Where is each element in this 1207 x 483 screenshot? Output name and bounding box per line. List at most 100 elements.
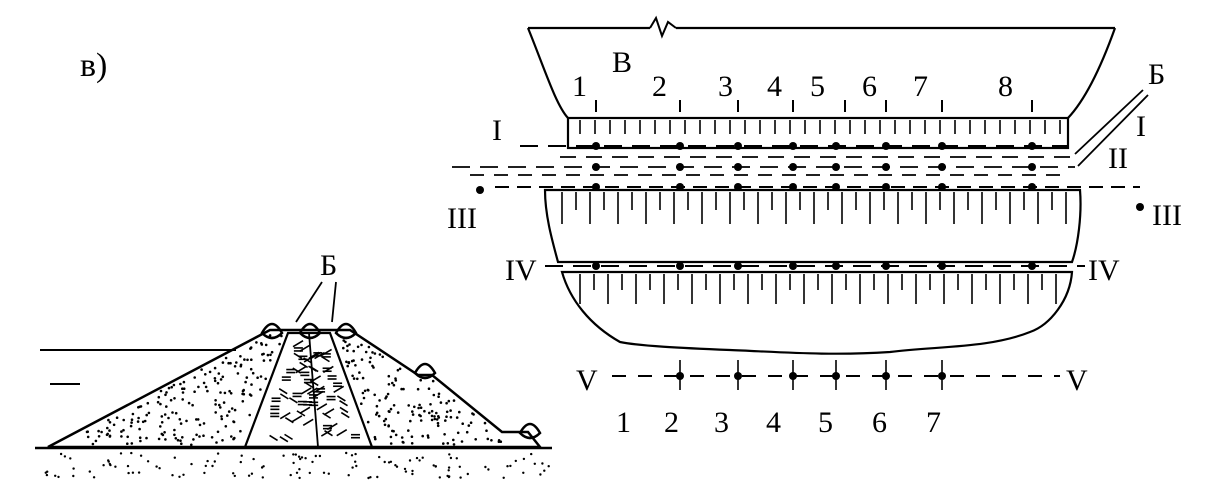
sand-dot [444,419,447,422]
sand-dot [173,433,176,437]
ground-dot [88,470,92,473]
ground-dot [327,472,330,475]
sand-dot [432,393,436,397]
sand-dot [387,374,391,378]
sand-dot [474,438,478,441]
sand-dot [230,407,234,410]
sand-dot [157,437,161,441]
ground-dot [213,460,216,463]
ground-dot [262,465,265,468]
ground-dot [487,468,490,471]
sand-dot [262,359,266,362]
sand-dot [138,405,141,409]
sand-dot [179,422,183,425]
sand-dot [236,372,240,375]
ground-dot [322,471,326,474]
top-number: 4 [767,70,782,103]
sand-dot [173,397,176,400]
ground-dot [432,464,435,467]
core-mark [304,381,314,389]
ground-dot [119,452,123,455]
sand-dot [400,436,404,439]
ground-dot [350,454,354,457]
monitoring-marks [260,322,542,440]
core-mark [323,408,335,416]
ground-dot [69,457,72,460]
ground-dot [514,459,517,463]
ground-dot [109,463,112,467]
sand-dot [213,366,217,370]
sand-dot [115,416,119,420]
ground-dot [355,464,358,468]
top-number: 6 [862,70,877,103]
survey-point [592,142,600,150]
sand-dot [156,400,160,404]
sand-dot [179,382,182,386]
sand-dot [445,415,448,419]
sand-dot [348,343,351,346]
middle-hatching [561,192,1067,224]
sand-dot [378,399,381,402]
label-V-right: V [1066,364,1088,397]
ground-dot [455,457,458,460]
ground-dot [458,465,461,468]
top-number: 5 [810,70,825,103]
top-number: 2 [652,70,667,103]
sand-dot [259,375,263,378]
sand-dot [384,417,388,421]
sand-dot [219,406,222,409]
ground-dot [57,475,60,479]
sand-dot [360,358,364,361]
top-column-numbers: 1 2 3 4 5 6 7 8 [572,70,1013,103]
ground-dot [204,464,207,468]
core-mark [339,400,348,407]
sand-dot [342,346,345,350]
survey-point [1028,183,1036,191]
survey-point [734,262,742,270]
sand-dot [182,380,186,384]
sand-dot [246,358,249,362]
core-hatching [269,340,360,443]
core-mark [316,403,328,411]
sand-dot [100,430,103,434]
sand-dot [398,367,402,371]
core-mark [279,393,289,400]
sand-dot [445,401,448,405]
survey-point [676,163,684,171]
sand-dot [389,407,393,411]
core-mark [340,411,350,419]
survey-point [592,262,600,270]
sand-dot [226,414,229,417]
sand-dot [460,440,464,443]
sand-dot [396,368,400,372]
sand-dot [146,401,150,405]
sand-dot [418,413,421,417]
ground-dot [294,453,297,456]
sand-dot [452,443,456,446]
sand-dot [91,442,95,446]
leader-line-2 [331,281,337,323]
sand-dot [449,409,452,412]
core-mark [279,435,289,443]
bottom-number: 7 [926,406,941,439]
sand-dot [410,442,414,445]
sand-dot [394,433,398,437]
sand-dot [407,429,410,432]
ground-dot [411,469,414,473]
sand-dot [250,383,253,386]
sand-dot [373,352,377,355]
sand-dot [430,409,434,413]
ground-dot [522,471,525,474]
sand-dot [428,411,431,415]
sand-dot [106,426,109,430]
survey-point [832,262,840,270]
sand-dot [208,370,212,374]
ground-dot [146,460,150,463]
ground-dot [252,457,255,461]
survey-point [676,183,684,191]
ground-fill [44,451,550,480]
sand-dot [229,392,233,395]
sand-dot [241,400,245,403]
ground-dot [297,455,301,458]
sand-dot [180,442,183,446]
